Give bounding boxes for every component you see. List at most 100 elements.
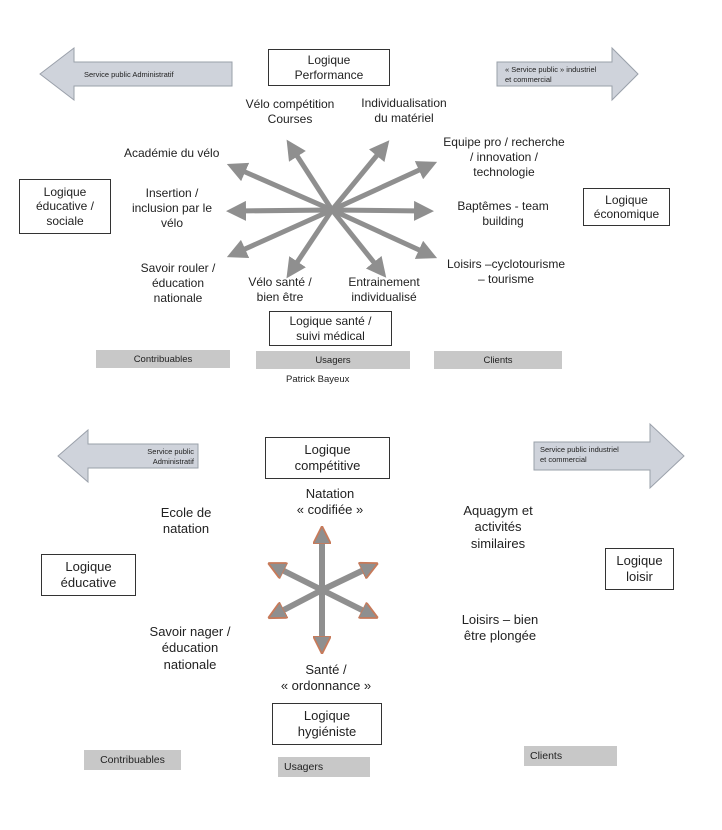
logique-educative-line1: Logique (43, 184, 87, 199)
logique-educative-line3: sociale (46, 213, 84, 228)
aquagym-line1: Aquagym et (463, 503, 533, 518)
insertion-line3: vélo (160, 216, 183, 230)
logique-economique-box: Logique économique (583, 188, 670, 226)
label-loisirs: Loisirs –cyclotourisme – tourisme (436, 257, 576, 287)
top-bar-clients-text: Clients (483, 354, 513, 366)
arrow-left-text: Service public Administratif (84, 70, 174, 79)
logique-performance-line2: Performance (294, 67, 364, 82)
bottom-right-arrow-shape (533, 422, 685, 490)
author-credit-text: Patrick Bayeux (286, 374, 350, 385)
natation-line1: Natation (305, 486, 355, 501)
ecole-line1: Ecole de (160, 505, 212, 520)
arrow-diag-downright (320, 587, 370, 614)
logique-economique-line2: économique (593, 207, 660, 221)
arrow-diag-upright (320, 567, 370, 593)
top-bar-usagers-text: Usagers (315, 354, 351, 366)
label-baptemes: Baptêmes - team building (448, 199, 558, 229)
arrow-left-lower (226, 207, 334, 259)
savoir-rouler-line1: Savoir rouler / (140, 261, 216, 275)
bottom-logique-educative-line1: Logique (65, 559, 112, 575)
label-savoir-rouler: Savoir rouler / éducation nationale (130, 261, 226, 306)
bottom-bar-contribuables-text: Contribuables (100, 754, 165, 766)
sante-line1: Santé / (305, 662, 347, 677)
entrainement-line1: Entrainement (348, 275, 420, 289)
bottom-bar-clients-text: Clients (530, 750, 563, 762)
aquagym-line2: activités (474, 519, 522, 535)
savoir-nager-line2: éducation (161, 640, 219, 656)
velo-competition-line1: Vélo compétition (245, 97, 335, 111)
arrow-left-upper (226, 162, 334, 213)
top-right-arrow-label: « Service public » industriel et commerc… (505, 65, 596, 85)
logique-competitive-line2: compétitive (294, 458, 361, 473)
velo-sante-line1: Vélo santé / (248, 275, 312, 289)
logique-hygieniste-box: Logique hygiéniste (272, 703, 382, 745)
label-equipe-pro: Equipe pro / recherche / innovation / te… (436, 135, 572, 180)
loisirs-line2: – tourisme (477, 272, 535, 286)
logique-performance-box: Logique Performance (268, 49, 390, 86)
savoir-rouler-line3: nationale (153, 291, 203, 305)
label-entrainement: Entrainement individualisé (340, 275, 428, 305)
top-bar-clients: Clients (434, 351, 562, 369)
velo-sante-line2: bien être (256, 290, 304, 304)
logique-sante-box: Logique santé / suivi médical (269, 311, 392, 346)
logique-loisir-line1: Logique (616, 553, 663, 569)
bottom-bar-contribuables: Contribuables (84, 750, 181, 770)
entrainement-line2: individualisé (351, 290, 417, 304)
logique-performance-line1: Logique (307, 53, 351, 68)
logique-hygieniste-line1: Logique (303, 708, 351, 724)
arrow-right-lower (330, 207, 438, 259)
label-velo-competition: Vélo compétition Courses (240, 97, 340, 127)
label-loisirs-bien-etre: Loisirs – bien être plongée (448, 612, 552, 645)
arrow-down-right (330, 208, 387, 278)
left-arrow-shape (39, 46, 233, 102)
savoir-rouler-line2: éducation (151, 276, 205, 290)
equipe-pro-line1: Equipe pro / recherche (443, 135, 565, 149)
bottom-left-arrow-label: Service public Administratif (104, 447, 194, 467)
arrow-left (226, 200, 333, 221)
savoir-nager-line3: nationale (163, 656, 217, 672)
logique-educative-line2: éducative / (35, 199, 95, 214)
logique-loisir-line2: loisir (626, 569, 653, 584)
logique-competitive-box: Logique compétitive (265, 437, 390, 479)
label-natation-codifiee: Natation « codifiée » (270, 486, 390, 519)
individualisation-line1: Individualisation (361, 96, 447, 110)
equipe-pro-line2: / innovation / (469, 150, 539, 164)
label-sante-ordonnance: Santé / « ordonnance » (266, 662, 386, 695)
logique-educative-sociale-box: Logique éducative / sociale (19, 179, 111, 234)
aquagym-line3: similaires (470, 535, 526, 551)
bottom-bar-usagers: Usagers (278, 757, 370, 777)
arrow-right-text-1: « Service public » industriel (505, 65, 597, 74)
logique-economique-line1: Logique (605, 192, 648, 207)
arrow-diag-downleft (276, 587, 324, 614)
bottom-star-arrows (276, 535, 370, 645)
label-aquagym: Aquagym et activités similaires (446, 503, 550, 552)
logique-educative-box: Logique éducative (41, 554, 136, 596)
arrow-up-right (330, 140, 390, 212)
ecole-line2: natation (162, 521, 210, 537)
logique-sante-line2: suivi médical (296, 328, 365, 343)
right-arrow-shape (496, 46, 639, 102)
baptemes-line2: building (482, 214, 524, 228)
top-star-arrows (226, 139, 438, 279)
top-bar-usagers: Usagers (256, 351, 410, 369)
label-insertion: Insertion / inclusion par le vélo (124, 186, 220, 231)
logique-sante-line1: Logique santé / (289, 314, 372, 329)
bottom-logique-educative-line2: éducative (60, 575, 117, 590)
academie-line1: Académie du vélo (124, 146, 220, 160)
top-left-arrow-label: Service public Administratif (84, 70, 174, 80)
bottom-arrow-left-text-1: Service public (147, 447, 194, 456)
natation-line2: « codifiée » (296, 502, 364, 518)
author-credit: Patrick Bayeux (286, 374, 349, 386)
label-individualisation: Individualisation du matériel (356, 96, 452, 126)
loisirs-bien-etre-line2: être plongée (463, 628, 537, 644)
arrow-down-left (286, 208, 335, 279)
logique-competitive-line1: Logique (304, 442, 351, 458)
label-ecole-natation: Ecole de natation (146, 505, 226, 538)
top-bar-contribuables: Contribuables (96, 350, 230, 368)
bottom-bar-clients: Clients (524, 746, 617, 766)
individualisation-line2: du matériel (374, 111, 434, 125)
bottom-arrow-right-text-2: et commercial (540, 454, 587, 464)
sante-line2: « ordonnance » (280, 678, 372, 694)
loisirs-line1: Loisirs –cyclotourisme (446, 257, 566, 271)
